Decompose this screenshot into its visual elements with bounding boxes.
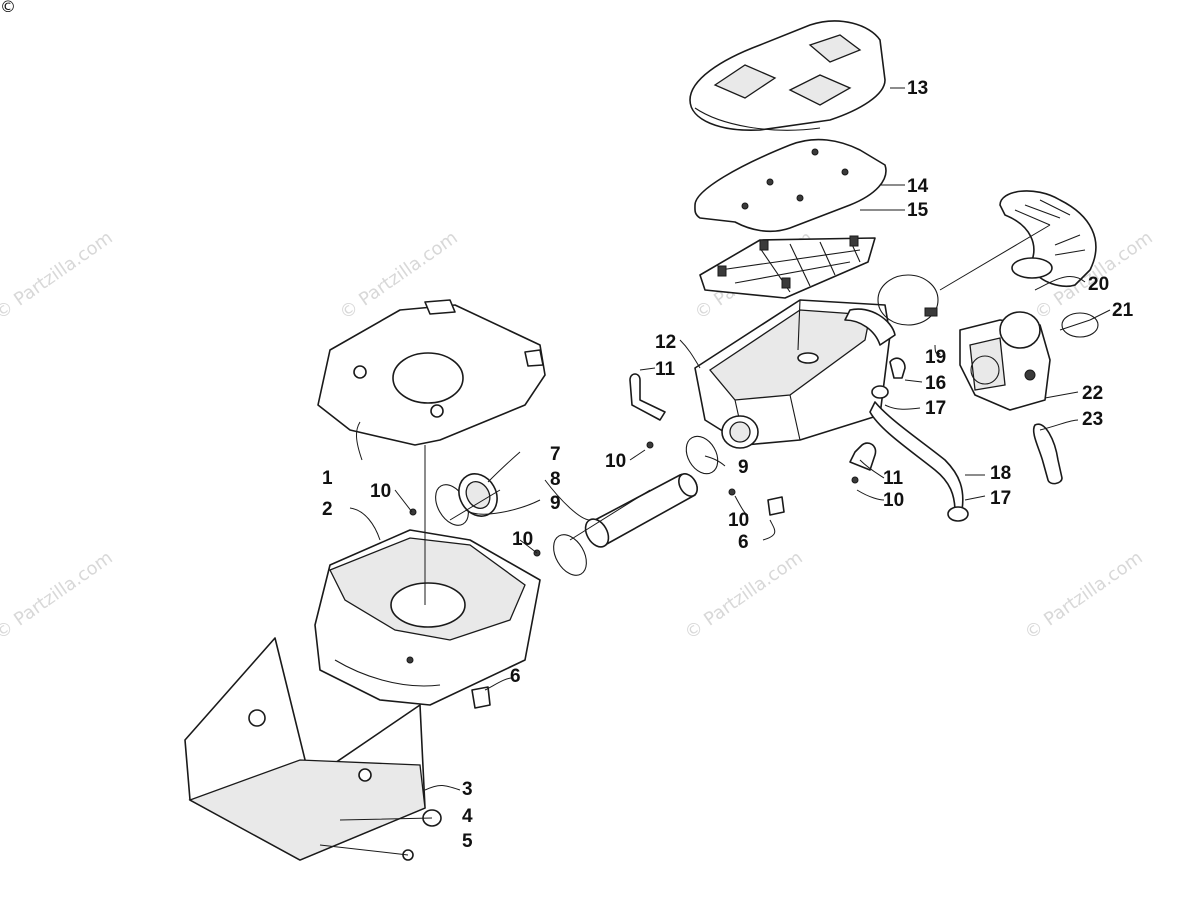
part-10-screws[interactable]: [409, 441, 859, 557]
callout-label: 8: [550, 469, 561, 490]
part-2-lower-airbox[interactable]: [314, 529, 541, 706]
callout-label: 3: [462, 779, 473, 800]
part-19-clamp[interactable]: [877, 274, 939, 326]
callout-label: 9: [738, 457, 749, 478]
callout-label: 9: [550, 493, 561, 514]
callout-label: 16: [925, 373, 946, 394]
callout-label: 17: [925, 398, 946, 419]
callout-label: 10: [512, 529, 533, 550]
leader-lines: [319, 87, 1111, 856]
part-21-clamp[interactable]: [1061, 312, 1099, 338]
callout-label: 20: [1088, 274, 1109, 295]
part-20-intake-boot[interactable]: [999, 190, 1097, 287]
watermark-layer: © Partzilla.com © Partzilla.com © Partzi…: [0, 227, 1157, 644]
callout-label: 2: [322, 499, 333, 520]
callout-label: 11: [883, 468, 904, 489]
part-17-hose-clamp-lower[interactable]: [947, 506, 969, 522]
part-6-foot-lower[interactable]: [471, 686, 491, 709]
callout-label: 23: [1082, 409, 1103, 430]
part-23-vent-tube[interactable]: [1032, 423, 1063, 485]
callout-label: 19: [925, 347, 946, 368]
part-11-bracket-upper[interactable]: [629, 373, 666, 421]
callout-label: 10: [370, 481, 391, 502]
callout-label: 15: [907, 200, 929, 221]
callout-labels: 1 2 3 4 5 6 6 7 8 9 9 10 10 10 10 10 11 …: [322, 78, 1134, 852]
callout-label: 5: [462, 831, 473, 852]
watermark-text: © Partzilla.com: [0, 547, 117, 644]
callout-label: 22: [1082, 383, 1103, 404]
part-17-hose-clamp[interactable]: [871, 385, 889, 399]
callout-label: 21: [1112, 300, 1134, 321]
watermark-text: © Partzilla.com: [0, 227, 117, 324]
callout-label: 10: [728, 510, 749, 531]
part-6-foot-upper[interactable]: [767, 496, 785, 516]
watermark-text: © Partzilla.com: [1021, 547, 1147, 644]
callout-label: 10: [883, 490, 904, 511]
callout-label: 6: [510, 666, 521, 687]
part-14-air-filter[interactable]: [694, 138, 887, 233]
part-3-heat-shield[interactable]: [184, 637, 426, 861]
callout-label: 4: [462, 806, 473, 827]
callout-label: 14: [907, 176, 929, 197]
part-22-carburetor[interactable]: [959, 311, 1051, 411]
callout-label: 6: [738, 532, 749, 553]
callout-label: 13: [907, 78, 928, 99]
callout-label: 18: [990, 463, 1011, 484]
corner-copyright-mark: ©: [0, 0, 16, 16]
part-8-intake-tube[interactable]: [581, 471, 701, 551]
part-16-clip[interactable]: [889, 357, 906, 379]
callout-label: 10: [605, 451, 626, 472]
callout-label: 12: [655, 332, 676, 353]
part-9-clamp-right[interactable]: [680, 431, 724, 480]
part-13-airbox-cover[interactable]: [689, 20, 886, 131]
part-12-airbox-housing[interactable]: [694, 299, 896, 449]
part-1-lower-lid[interactable]: [317, 299, 546, 446]
part-7-coupler[interactable]: [451, 467, 504, 523]
callout-label: 1: [322, 468, 333, 489]
callout-label: 11: [655, 359, 676, 380]
callout-label: 17: [990, 488, 1011, 509]
watermark-text: © Partzilla.com: [681, 547, 807, 644]
part-15-filter-cage[interactable]: [699, 235, 876, 299]
callout-label: 7: [550, 444, 561, 465]
part-11-bracket-lower[interactable]: [849, 442, 877, 471]
